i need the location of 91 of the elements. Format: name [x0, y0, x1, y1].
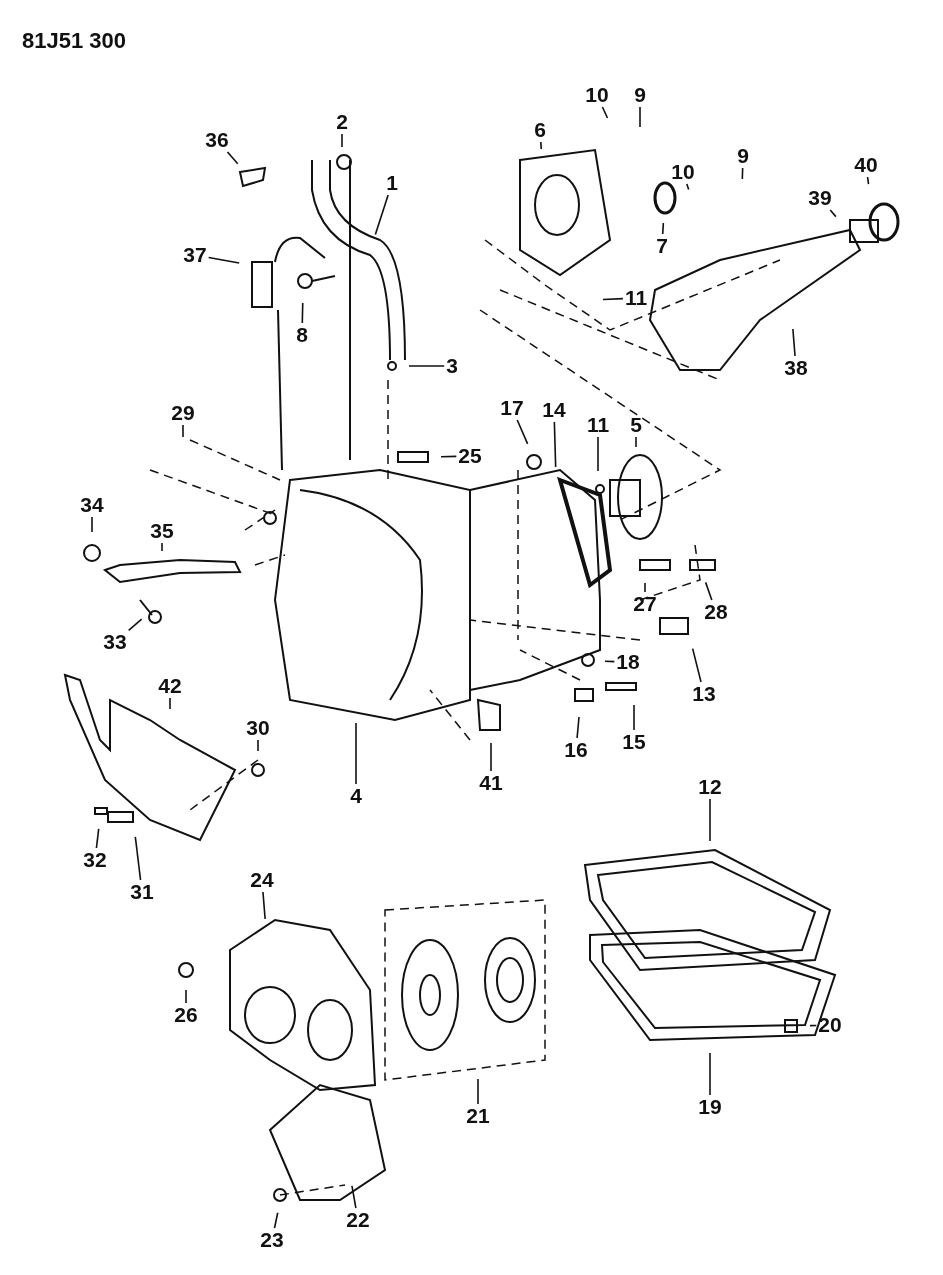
leader-line — [351, 1185, 357, 1209]
leader-line — [257, 739, 259, 752]
leader-line — [792, 328, 796, 357]
callout-number: 8 — [296, 324, 308, 346]
callout-number: 13 — [692, 683, 716, 705]
leader-line — [633, 704, 635, 731]
callout-number: 23 — [260, 1229, 284, 1251]
callout-number: 17 — [500, 397, 524, 419]
callout-number: 37 — [183, 244, 207, 266]
leader-line — [829, 209, 837, 218]
callout-number: 6 — [534, 119, 546, 141]
callout-number: 19 — [698, 1096, 722, 1118]
callout-number: 2 — [336, 111, 348, 133]
callout-number: 27 — [633, 593, 657, 615]
callout-number: 30 — [246, 717, 270, 739]
callout-number: 33 — [103, 631, 127, 653]
leader-line — [161, 542, 163, 552]
callout-number: 24 — [250, 869, 274, 891]
leader-line — [809, 1024, 818, 1027]
callout-number: 15 — [622, 731, 646, 753]
callout-number: 26 — [174, 1004, 198, 1026]
callout-number: 22 — [346, 1209, 370, 1231]
leader-line — [597, 436, 599, 472]
leader-line — [644, 582, 646, 593]
callout-number: 21 — [466, 1105, 490, 1127]
callout-number: 40 — [854, 154, 878, 176]
callout-number: 29 — [171, 402, 195, 424]
callout-number: 25 — [458, 445, 482, 467]
leader-line — [704, 581, 713, 601]
leader-line — [95, 828, 100, 849]
leader-line — [709, 1052, 711, 1096]
leader-line — [576, 716, 580, 739]
callout-number: 34 — [80, 494, 104, 516]
leader-line — [661, 222, 665, 235]
callout-number: 39 — [808, 187, 832, 209]
callout-number: 9 — [634, 84, 646, 106]
leader-line — [866, 176, 870, 185]
leader-line — [440, 455, 458, 458]
callout-number: 4 — [350, 785, 362, 807]
callout-number: 20 — [818, 1014, 842, 1036]
callout-number: 42 — [158, 675, 182, 697]
callout-number: 7 — [656, 235, 668, 257]
callout-number: 11 — [586, 414, 610, 436]
leader-line — [516, 419, 529, 445]
leader-line — [134, 836, 142, 881]
callout-number: 5 — [630, 414, 642, 436]
callout-number: 1 — [386, 172, 398, 194]
figure-code: 81J51 300 — [22, 28, 126, 54]
callout-number: 11 — [624, 287, 648, 309]
callout-number: 9 — [737, 145, 749, 167]
leader-line — [635, 436, 637, 448]
leader-line — [91, 516, 93, 533]
callout-number: 36 — [205, 129, 229, 151]
callout-number: 31 — [130, 881, 154, 903]
leader-line — [490, 742, 492, 772]
leader-line — [602, 297, 624, 301]
leader-line — [355, 722, 357, 785]
leader-line — [127, 618, 143, 632]
leader-line — [408, 365, 445, 367]
leader-line — [686, 183, 690, 191]
leader-line — [341, 133, 343, 148]
leader-line — [182, 424, 184, 438]
leader-line — [540, 141, 543, 150]
callout-number: 16 — [564, 739, 588, 761]
leader-line — [709, 798, 711, 842]
leader-line — [226, 151, 239, 165]
callout-number: 18 — [616, 651, 640, 673]
callout-number: 12 — [698, 776, 722, 798]
leader-line — [262, 891, 266, 920]
leader-line — [207, 256, 240, 264]
leader-line — [639, 106, 641, 128]
leader-line — [691, 647, 702, 683]
callout-number: 14 — [542, 399, 566, 421]
leader-line — [604, 660, 616, 663]
callout-number: 32 — [83, 849, 107, 871]
leader-line — [601, 106, 609, 119]
callout-number: 28 — [704, 601, 728, 623]
leader-line — [301, 302, 304, 324]
leader-line — [273, 1211, 279, 1229]
callout-number: 10 — [671, 161, 695, 183]
leader-line — [185, 989, 187, 1004]
leader-line — [374, 194, 389, 236]
callout-number: 38 — [784, 357, 808, 379]
callout-number: 41 — [479, 772, 503, 794]
leader-line — [741, 167, 744, 180]
callout-number: 35 — [150, 520, 174, 542]
callout-number: 3 — [446, 355, 458, 377]
leader-line — [477, 1078, 479, 1105]
leader-line — [169, 697, 171, 710]
callout-number: 10 — [585, 84, 609, 106]
leader-line — [553, 421, 557, 468]
